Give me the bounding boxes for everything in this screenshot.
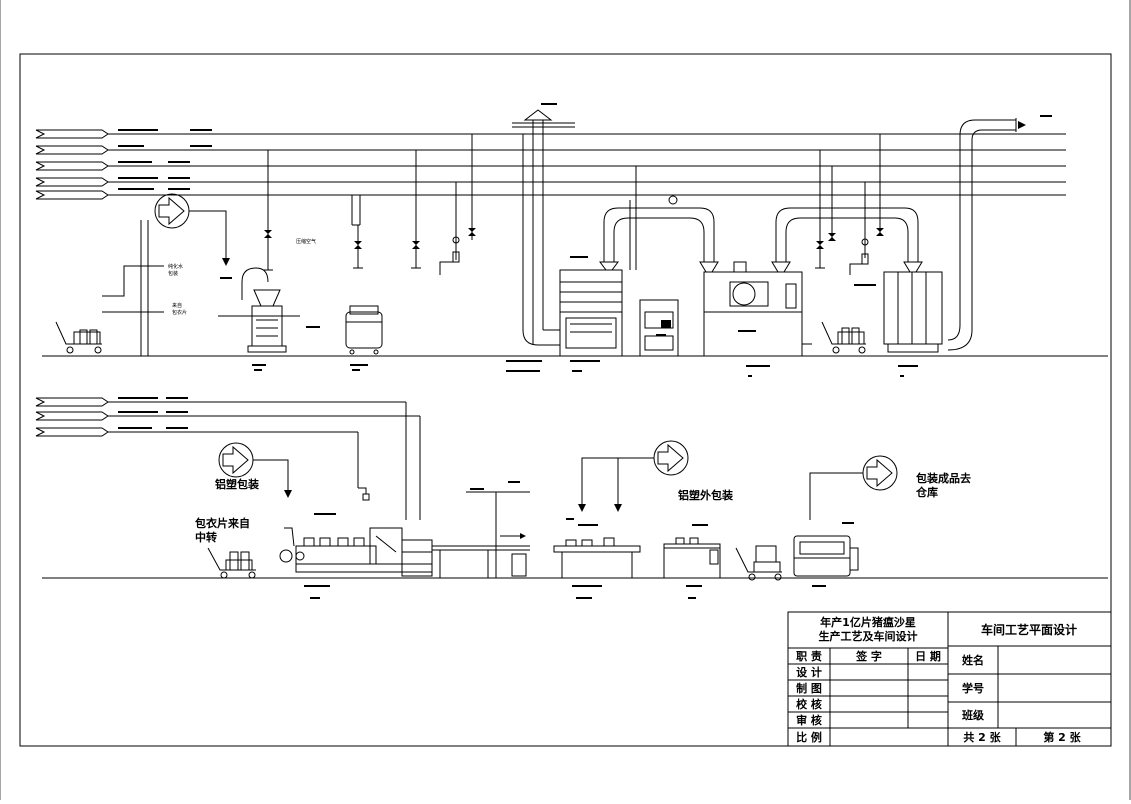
granulator (218, 267, 300, 353)
cart-icon (821, 321, 866, 354)
dryer-unit (703, 261, 812, 357)
class-label: 班级 (962, 708, 985, 722)
arrow-circle-icon (218, 442, 254, 478)
label-upper-2: 压缩空气 (296, 238, 316, 245)
coating-machine (559, 207, 719, 357)
title-block: 年产1亿片猪瘟沙星 生产工艺及车间设计 车间工艺平面设计 职 责 设 计 制 图… (787, 611, 1112, 747)
label-upper-1: 来自 (172, 302, 182, 309)
ground-stubs (263, 261, 865, 275)
cart-icon (207, 547, 256, 579)
label-lower-2: 中转 (195, 530, 217, 544)
label-lower-5: 仓库 (915, 485, 938, 499)
row-label-4: 审 核 (796, 713, 822, 727)
label-upper-0: 纯化水 (168, 263, 183, 270)
project-title-1: 年产1亿片猪瘟沙星 (820, 615, 916, 629)
row-label-0: 职 责 (796, 649, 822, 663)
upper-headers (35, 129, 1066, 200)
project-title-2: 生产工艺及车间设计 (819, 629, 918, 643)
name-label: 姓名 (962, 653, 984, 667)
drawing-frame (19, 53, 1112, 747)
col-date: 日 期 (915, 649, 941, 663)
dust-collector (771, 207, 943, 353)
arrow-circle-icon (154, 193, 190, 229)
air-duct-right (947, 115, 1052, 351)
label-upper-0b: 包装 (168, 270, 178, 277)
gauge-icon (452, 195, 869, 265)
upper-drops (267, 134, 881, 270)
chevron-inlet-icon (35, 129, 109, 200)
valve-icon (264, 228, 884, 249)
header-tags (118, 129, 212, 190)
lower-headers (35, 397, 421, 520)
row-label-3: 校 核 (796, 697, 822, 711)
arrow-circle-icon (862, 455, 898, 491)
label-lower-1: 包衣片来自 (194, 516, 250, 530)
exhaust-stack (512, 103, 575, 346)
label-lower-0: 铝塑包装 (215, 477, 259, 491)
lower-equipment-tags (304, 481, 854, 599)
upper-equipment-tags (220, 256, 918, 377)
drawing-title: 车间工艺平面设计 (981, 622, 1077, 637)
col-sign: 签 字 (855, 649, 882, 663)
outer-packaging-table (553, 537, 641, 578)
label-lower-3: 铝塑外包装 (678, 488, 733, 502)
row-label-1: 设 计 (796, 665, 822, 679)
row-label-5: 比 例 (796, 730, 822, 744)
blister-packer (279, 527, 433, 577)
label-lower-4: 包装成品去 (915, 471, 971, 485)
total-sheets: 共 2 张 (963, 730, 1001, 744)
id-label: 学号 (962, 681, 984, 695)
label-upper-1b: 包衣片 (172, 309, 187, 316)
mixer-tank (345, 305, 383, 355)
arrow-circle-icon (653, 440, 689, 476)
shrink-wrapper (793, 535, 859, 577)
cartoning-machine (663, 537, 721, 579)
cart-icon (55, 321, 102, 354)
conveyor-table (432, 491, 530, 578)
row-label-2: 制 图 (796, 681, 822, 695)
cart-icon (735, 545, 782, 581)
sheet-number: 第 2 张 (1043, 730, 1081, 744)
